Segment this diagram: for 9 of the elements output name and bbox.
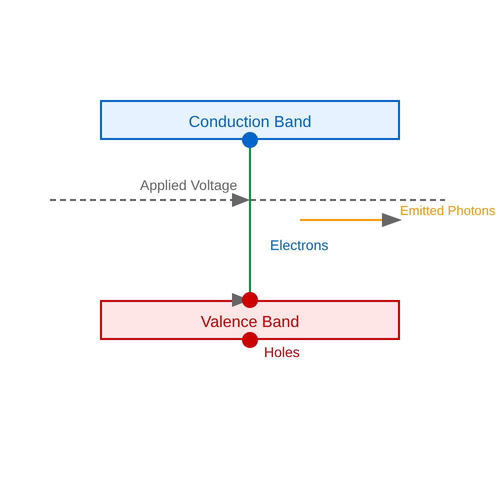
band-label: Conduction Band <box>188 114 312 132</box>
text-label: Emitted Photons <box>400 203 496 219</box>
text-label: Holes <box>264 344 300 360</box>
text-label: Applied Voltage <box>140 177 238 193</box>
band-box <box>100 300 400 340</box>
band-label: Valence Band <box>200 314 300 332</box>
band-box <box>100 100 400 140</box>
arrow <box>232 132 258 308</box>
text-label: Electrons <box>270 237 328 253</box>
